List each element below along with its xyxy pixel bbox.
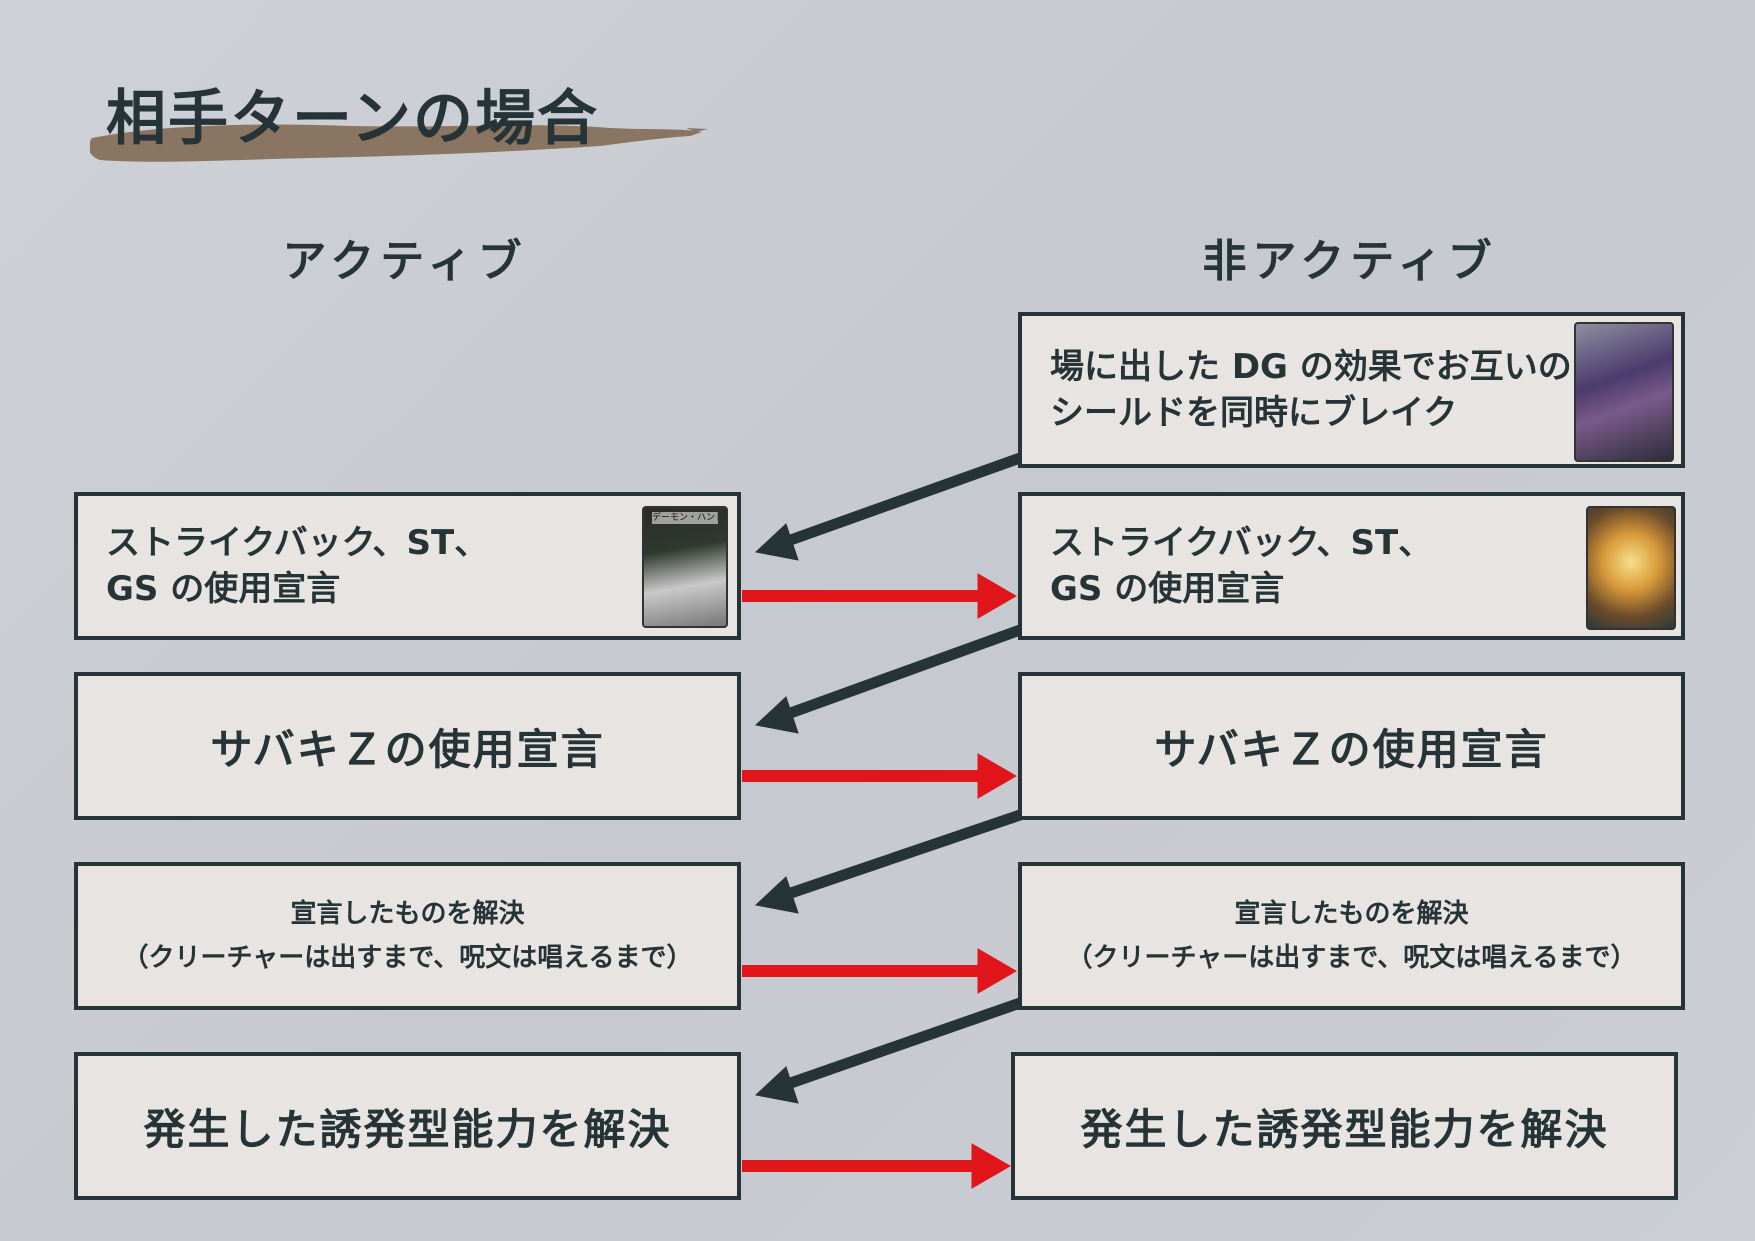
card-image-gs — [1586, 506, 1676, 630]
column-heading-inactive: 非アクティブ — [1202, 236, 1498, 287]
step-box-dg-break: 場に出した DG の効果でお互いの シールドを同時にブレイク — [1018, 312, 1685, 468]
step-box-inactive-declare-strike: ストライクバック、ST、 GS の使用宣言 — [1018, 492, 1685, 640]
arrow-red-3 — [742, 948, 1017, 994]
step-text: 発生した誘発型能力を解決 — [1080, 1104, 1609, 1154]
arrow-red-4 — [742, 1143, 1011, 1189]
step-box-inactive-resolve-declared: 宣言したものを解決 （クリーチャーは出すまで、呪文は唱えるまで） — [1018, 862, 1685, 1010]
arrow-dark-1 — [754, 452, 1022, 561]
step-box-inactive-declare-sabaki: サバキＺの使用宣言 — [1018, 672, 1685, 820]
step-text: ストライクバック、ST、 GS の使用宣言 — [106, 523, 489, 609]
step-text: サバキＺの使用宣言 — [210, 724, 605, 774]
step-text: サバキＺの使用宣言 — [1154, 724, 1549, 774]
arrow-dark-2 — [754, 624, 1022, 734]
step-box-active-declare-sabaki: サバキＺの使用宣言 — [74, 672, 741, 820]
step-text: 発生した誘発型能力を解決 — [143, 1104, 672, 1154]
arrow-red-2 — [742, 753, 1017, 799]
page-title: 相手ターンの場合 — [106, 84, 599, 154]
step-text: ストライクバック、ST、 GS の使用宣言 — [1050, 523, 1433, 609]
step-box-inactive-resolve-triggered: 発生した誘発型能力を解決 — [1011, 1052, 1678, 1200]
step-box-active-resolve-declared: 宣言したものを解決 （クリーチャーは出すまで、呪文は唱えるまで） — [74, 862, 741, 1010]
card-image-demon-hand: デーモン・ハンド — [642, 506, 728, 628]
arrow-red-1 — [742, 573, 1017, 619]
step-box-active-declare-strike: ストライクバック、ST、 GS の使用宣言 デーモン・ハンド — [74, 492, 741, 640]
step-text: 場に出した DG の効果でお互いの シールドを同時にブレイク — [1050, 347, 1572, 433]
card-image-dg — [1574, 322, 1674, 462]
arrow-dark-3 — [754, 809, 1022, 914]
brush-stroke-underline — [90, 124, 708, 162]
column-heading-active: アクティブ — [282, 236, 528, 287]
step-box-active-resolve-triggered: 発生した誘発型能力を解決 — [74, 1052, 741, 1200]
step-text: 宣言したものを解決 （クリーチャーは出すまで、呪文は唱えるまで） — [1066, 899, 1637, 973]
arrow-dark-4 — [754, 997, 1022, 1104]
card-caption: デーモン・ハンド — [652, 512, 718, 524]
step-text: 宣言したものを解決 （クリーチャーは出すまで、呪文は唱えるまで） — [122, 899, 693, 973]
